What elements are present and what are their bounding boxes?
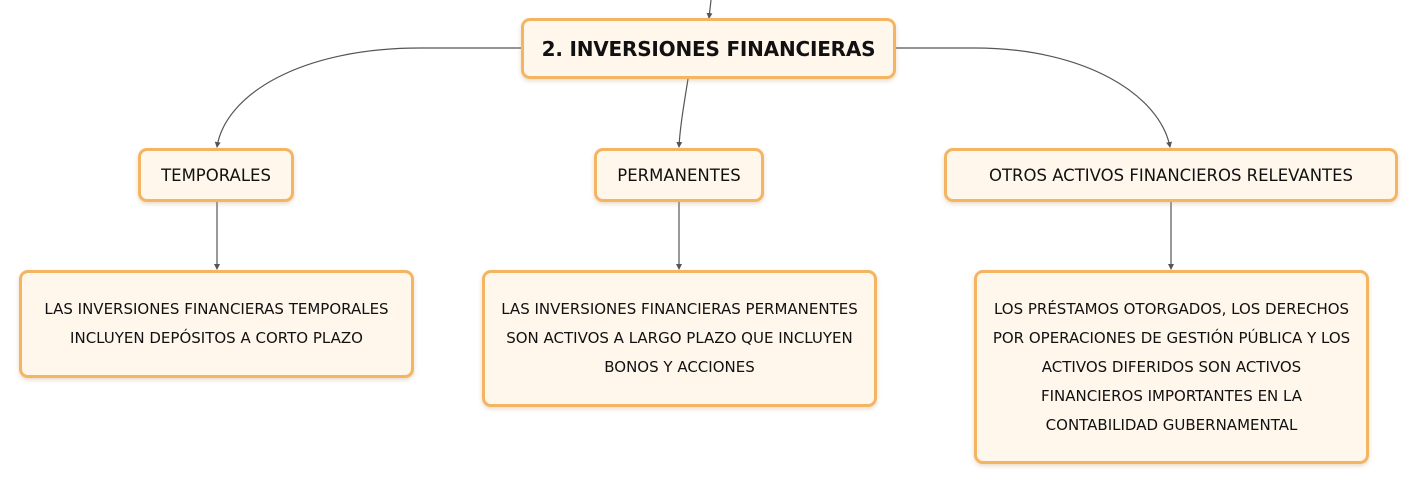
description-node-permanentes[interactable]: LAS INVERSIONES FINANCIERAS PERMANENTES … — [482, 270, 877, 407]
description-node-otros-activos[interactable]: LOS PRÉSTAMOS OTORGADOS, LOS DERECHOS PO… — [974, 270, 1369, 464]
description-text-otros-activos: LOS PRÉSTAMOS OTORGADOS, LOS DERECHOS PO… — [992, 299, 1351, 434]
root-node[interactable]: 2. INVERSIONES FINANCIERAS — [521, 18, 896, 79]
root-node-label: 2. INVERSIONES FINANCIERAS — [541, 36, 876, 61]
category-label-otros-activos: OTROS ACTIVOS FINANCIEROS RELEVANTES — [988, 165, 1354, 185]
connector-root-otros — [896, 47, 1172, 148]
connector-root-permanentes — [676, 78, 689, 148]
category-label-temporales: TEMPORALES — [161, 165, 271, 185]
category-node-otros-activos[interactable]: OTROS ACTIVOS FINANCIEROS RELEVANTES — [944, 148, 1398, 202]
category-node-temporales[interactable]: TEMPORALES — [138, 148, 294, 202]
description-text-temporales: LAS INVERSIONES FINANCIERAS TEMPORALES I… — [44, 300, 389, 347]
connector-root-temporales — [214, 47, 521, 148]
description-text-permanentes: LAS INVERSIONES FINANCIERAS PERMANENTES … — [501, 300, 858, 376]
connector-incoming-root — [706, 0, 713, 19]
description-node-temporales[interactable]: LAS INVERSIONES FINANCIERAS TEMPORALES I… — [19, 270, 414, 378]
category-node-permanentes[interactable]: PERMANENTES — [594, 148, 764, 202]
category-label-permanentes: PERMANENTES — [617, 165, 741, 185]
